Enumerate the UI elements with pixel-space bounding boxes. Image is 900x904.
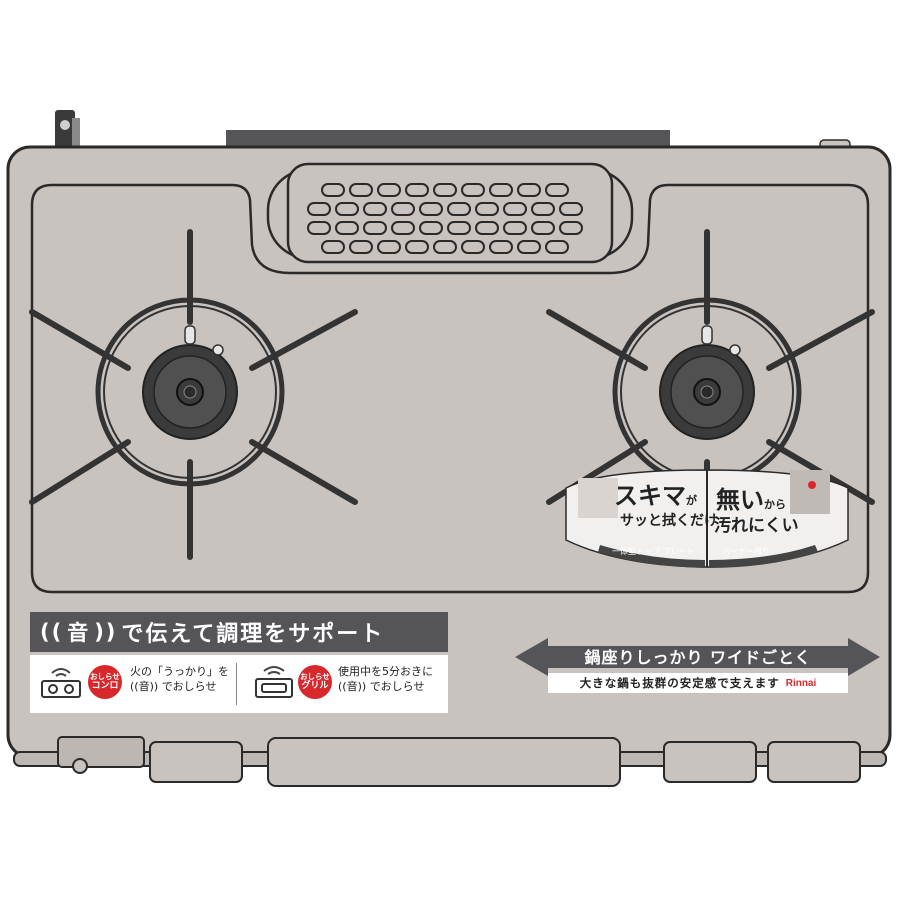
badge-konro: おしらせ コンロ [88, 665, 122, 699]
sound-waves-icon: (( [40, 620, 64, 644]
stove-icon [41, 668, 81, 698]
feature-dial [565, 469, 849, 568]
badge-grill: おしらせ グリル [298, 665, 332, 699]
grill-vent [266, 162, 634, 264]
grill-drawer[interactable] [267, 737, 621, 787]
info-left-line2: でおしらせ [161, 679, 217, 693]
feature-subline: 大きな鍋も抜群の安定感で支えます Rinnai [548, 673, 848, 693]
feature-subline-text: 大きな鍋も抜群の安定感で支えます [579, 676, 780, 690]
dial-left-title: スキマ [614, 482, 686, 510]
dial-right-sub: 汚れにくい [714, 516, 799, 536]
dial-right-title: 無い [716, 486, 764, 514]
notification-info-box: おしらせ コンロ 火の「うっかり」を ((音)) でおしらせ おしらせ グリル … [30, 655, 448, 713]
info-right-line1: 使用中を5分おきに [338, 665, 433, 678]
rinnai-logo: Rinnai [785, 677, 817, 689]
grill-icon [255, 666, 293, 698]
wide-grate-label: 鍋座りしっかり ワイドごとく [584, 648, 812, 667]
dial-right-caption: バーナー周り [722, 547, 770, 556]
gas-connector [55, 110, 80, 148]
banner-oto: 音 [67, 621, 91, 645]
dial-left-sub: サッと拭くだけ [620, 513, 718, 529]
info-left-line1: 火の「うっかり」を [130, 665, 229, 678]
left-burner-knob[interactable] [149, 741, 243, 783]
wide-grate-arrow [515, 638, 880, 676]
control-panel [57, 736, 861, 787]
dial-left-ga: が [686, 494, 697, 507]
info-left-oto: 音 [138, 679, 150, 693]
info-right-oto: 音 [346, 679, 358, 693]
dial-right-kara: から [764, 498, 786, 511]
top-plate-outline [30, 183, 870, 594]
grill-knob[interactable] [767, 741, 861, 783]
dial-left-caption: 一体型トップ プレート [612, 547, 695, 556]
right-burner-knob[interactable] [663, 741, 757, 783]
info-right-line2: でおしらせ [369, 679, 425, 693]
sound-support-banner: ((音)) で伝えて調理をサポート [30, 612, 448, 652]
banner-text: で伝えて調理をサポート [121, 622, 385, 647]
